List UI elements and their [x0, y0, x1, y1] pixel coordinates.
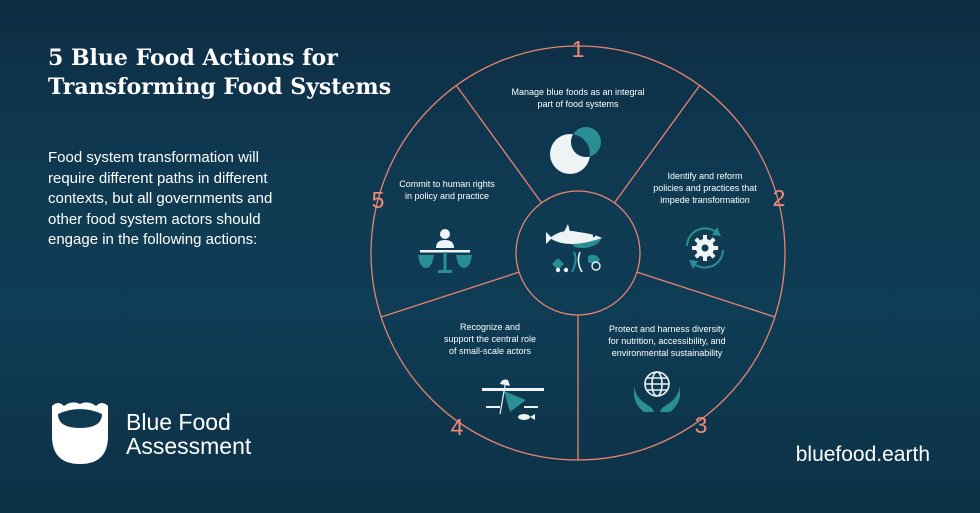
- action-4-line: support the central role: [443, 334, 537, 344]
- action-3-line: environmental sustainability: [611, 348, 723, 358]
- intro-line: require different paths in different: [48, 169, 268, 187]
- action-number-2: 2: [772, 185, 786, 211]
- action-2-line: policies and practices that: [653, 183, 757, 193]
- intro-line: contexts, but all governments and: [48, 190, 273, 207]
- page-title: 5 Blue Food Actions for Transforming Foo…: [48, 44, 408, 102]
- action-number-5: 5: [371, 187, 385, 213]
- marine-life-icon: [546, 224, 602, 273]
- action-label-1: Manage blue foods as an integral part of…: [490, 86, 666, 110]
- action-number-1: 1: [571, 36, 585, 62]
- action-3-line: for nutrition, accessibility, and: [608, 336, 726, 346]
- blue-food-logo-icon: [52, 402, 108, 464]
- globe-in-hands-icon: [634, 371, 680, 412]
- action-1-line: part of food systems: [537, 99, 619, 109]
- action-label-5: Commit to human rights in policy and pra…: [386, 178, 508, 202]
- title-line-2: Transforming Food Systems: [48, 74, 392, 100]
- action-number-4: 4: [450, 414, 464, 440]
- divider-line: [636, 271, 776, 318]
- action-2-line: Identify and reform: [667, 171, 743, 181]
- title-line-1: 5 Blue Food Actions for: [48, 45, 338, 71]
- action-5-line: Commit to human rights: [399, 179, 495, 189]
- brand-logo: Blue Food Assessment: [48, 398, 288, 468]
- action-4-line: of small-scale actors: [448, 346, 532, 356]
- intro-line: other food system actors should: [48, 210, 261, 228]
- small-boat-fishing-icon: [482, 379, 544, 420]
- overlapping-circles-icon: [550, 127, 601, 174]
- action-number-3: 3: [694, 412, 708, 438]
- action-label-2: Identify and reform policies and practic…: [638, 170, 772, 206]
- divider-line: [380, 271, 520, 318]
- intro-text: Food system transformation will require …: [48, 148, 278, 251]
- gear-cycle-icon: [686, 227, 724, 269]
- intro-line: engage in the following actions:: [48, 231, 258, 248]
- action-3-line: Protect and harness diversity: [608, 324, 726, 334]
- brand-name: Blue Food Assessment: [126, 410, 251, 458]
- intro-line: Food system transformation will: [48, 149, 259, 166]
- action-5-line: in policy and practice: [404, 191, 490, 201]
- action-label-4: Recognize and support the central role o…: [425, 321, 555, 357]
- divider-line: [613, 85, 701, 204]
- action-label-3: Protect and harness diversity for nutrit…: [596, 323, 738, 359]
- brand-name-line-1: Blue Food: [126, 409, 231, 435]
- action-4-line: Recognize and: [459, 322, 521, 332]
- action-2-line: impede transformation: [660, 195, 750, 205]
- website-url: bluefood.earth: [795, 443, 930, 466]
- action-1-line: Manage blue foods as an integral: [511, 87, 645, 97]
- balance-scale-icon: [418, 229, 472, 273]
- divider-line: [455, 85, 543, 204]
- brand-name-line-2: Assessment: [126, 433, 252, 459]
